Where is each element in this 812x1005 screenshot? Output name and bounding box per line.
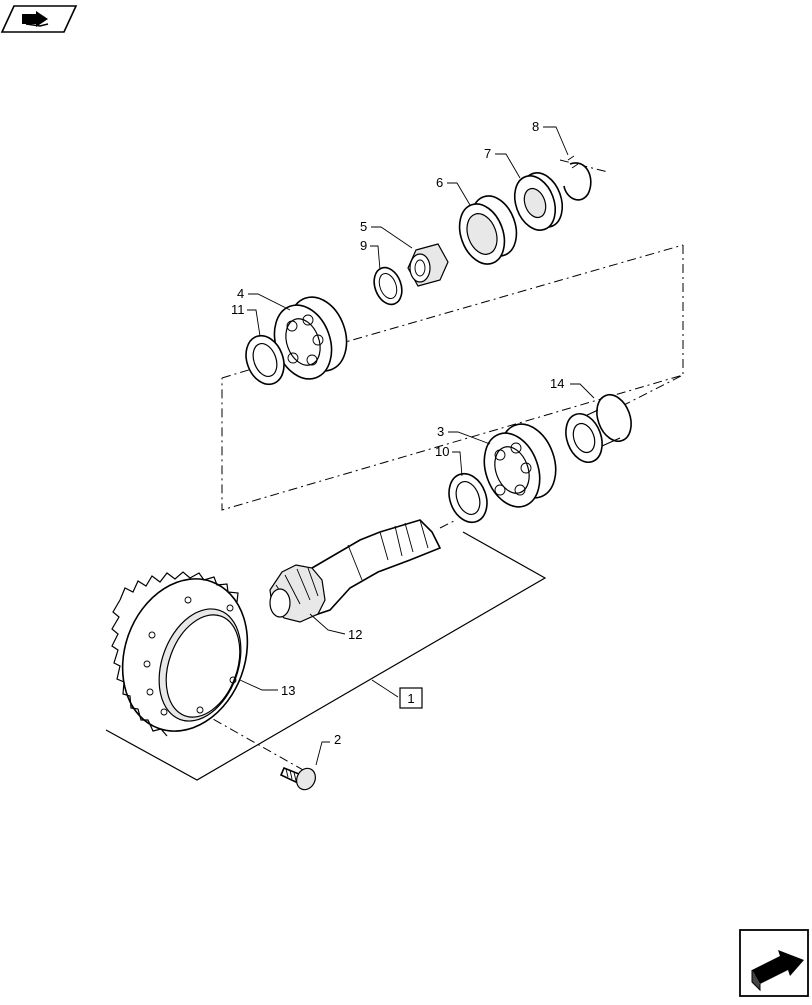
callout-14-label: 14: [550, 376, 564, 391]
sleeve-14: [565, 393, 632, 464]
bearing-3: [483, 423, 557, 508]
callout-7-label: 7: [484, 146, 491, 161]
bearing-cone-7: [513, 172, 564, 231]
snap-ring-9: [373, 266, 403, 306]
spacer-ring-11: [245, 334, 285, 386]
callout-5-label: 5: [360, 219, 367, 234]
callout-4-label: 4: [237, 286, 244, 301]
spacer-ring-10: [448, 472, 488, 524]
assembly-bracket: [105, 531, 547, 781]
bearing-cup-6: [458, 195, 518, 265]
callout-9-label: 9: [360, 238, 367, 253]
callout-11-label: 11: [231, 302, 245, 317]
fold-page-nav-icon[interactable]: [0, 5, 78, 33]
pinion-shaft: [269, 519, 442, 623]
callout-8-label: 8: [532, 119, 539, 134]
bearing-4: [273, 296, 348, 380]
callout-1: 1: [399, 687, 423, 709]
circlip-8: [563, 155, 592, 201]
nut-5: [407, 243, 449, 287]
callout-1-label: 1: [407, 691, 414, 706]
callout-2-label: 2: [334, 732, 341, 747]
callout-12-label: 12: [348, 627, 362, 642]
callout-6-label: 6: [436, 175, 443, 190]
bolt: [279, 766, 316, 791]
ring-gear: [111, 571, 249, 737]
callout-3-label: 3: [437, 424, 444, 439]
callout-13-label: 13: [281, 683, 295, 698]
callout-10-label: 10: [435, 444, 449, 459]
next-page-arrow-icon[interactable]: [739, 929, 809, 997]
leader-lines: [239, 126, 595, 766]
